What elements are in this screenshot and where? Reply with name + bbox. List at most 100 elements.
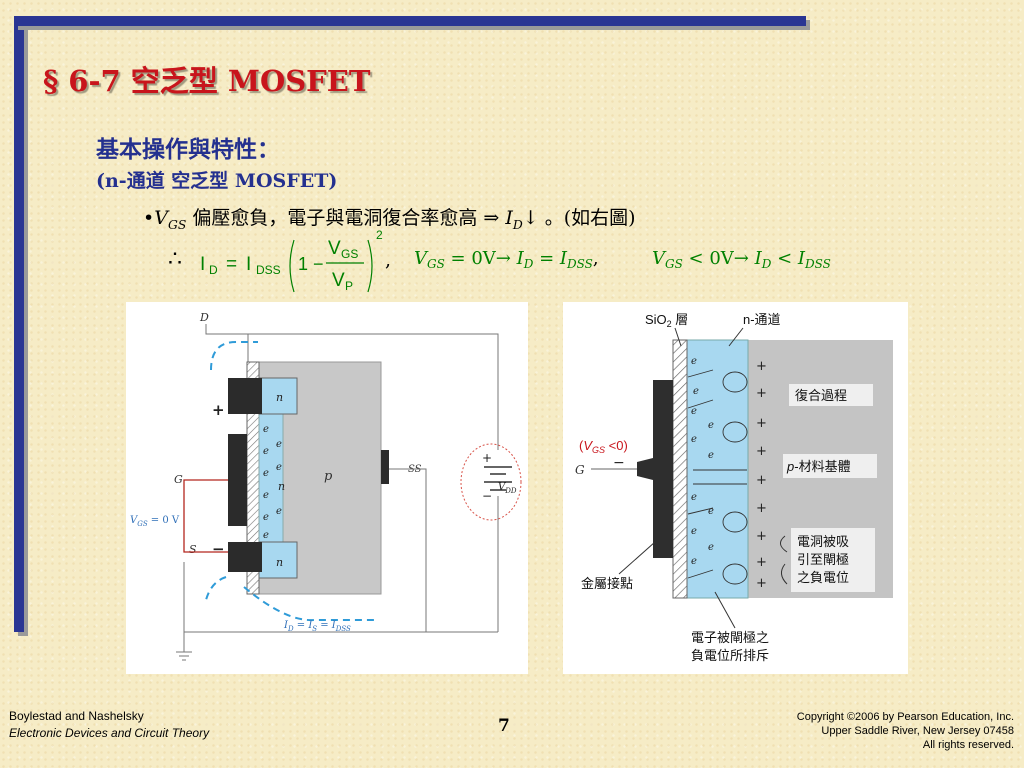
formula-den-sub: P bbox=[345, 279, 353, 293]
source-contact bbox=[228, 542, 262, 572]
electron: e bbox=[263, 446, 269, 457]
n-channel-region bbox=[686, 339, 749, 599]
copyright-line-3: All rights reserved. bbox=[922, 739, 1014, 751]
electron: e bbox=[693, 386, 699, 397]
paren-right bbox=[367, 239, 373, 293]
paren-left bbox=[289, 239, 295, 293]
p-label: p bbox=[324, 469, 333, 484]
recombination-diagram: SiO2 層 n-通道 復合過程 (VGS <0) − G p-材料基體 電洞被… bbox=[575, 312, 893, 663]
electron: e bbox=[691, 492, 697, 503]
gate-label: G bbox=[174, 473, 183, 486]
gate-minus: − bbox=[613, 455, 625, 471]
formula-idss-sub: DSS bbox=[256, 263, 281, 277]
vdd-plus: + bbox=[482, 451, 492, 465]
holes-text-1: 電洞被吸 bbox=[797, 534, 849, 549]
decor-bar-left bbox=[14, 16, 24, 632]
electron: e bbox=[276, 462, 282, 473]
electron: e bbox=[691, 356, 697, 367]
electrons-text-2: 負電位所排斥 bbox=[691, 648, 769, 663]
footer-left: Boylestad and Nashelsky Electronic Devic… bbox=[9, 708, 209, 742]
current-label: ID = IS = IDSS bbox=[283, 620, 351, 633]
metal-contact-label: 金屬接點 bbox=[581, 576, 633, 591]
electron: e bbox=[263, 490, 269, 501]
electron: e bbox=[691, 556, 697, 567]
n-channel-label: n-通道 bbox=[743, 312, 781, 327]
electron: e bbox=[263, 530, 269, 541]
section-subheading: (n-通道 空乏型 MOSFET) bbox=[96, 170, 338, 192]
hole: + bbox=[756, 529, 767, 544]
case1: VGS = 0V→ ID = IDSS, bbox=[414, 248, 599, 271]
formula-comma: , bbox=[385, 249, 391, 271]
hole: + bbox=[756, 555, 767, 570]
case2: VGS < 0V→ ID < IDSS bbox=[652, 248, 831, 271]
formula-eq: = bbox=[226, 254, 237, 275]
hole: + bbox=[756, 501, 767, 516]
formula-num: V bbox=[328, 238, 341, 259]
formula-idss: I bbox=[246, 254, 251, 275]
footer-right: Copyright ©2006 by Pearson Education, In… bbox=[797, 710, 1014, 752]
electron: e bbox=[276, 439, 282, 450]
hole: + bbox=[756, 359, 767, 374]
vgs-negative-label: (VGS <0) bbox=[579, 438, 628, 455]
drain-label: D bbox=[199, 311, 209, 324]
hole: + bbox=[756, 473, 767, 488]
page-number: 7 bbox=[498, 716, 510, 736]
drain-contact bbox=[228, 378, 262, 414]
electron: e bbox=[708, 450, 714, 461]
hole: + bbox=[756, 576, 767, 591]
gate-g-label: G bbox=[575, 463, 585, 477]
vgs-label: VGS = 0 V bbox=[130, 515, 180, 528]
formula-id-sub: D bbox=[209, 263, 218, 277]
electron: e bbox=[691, 526, 697, 537]
footer-book: Electronic Devices and Circuit Theory bbox=[9, 726, 210, 740]
source-n-region bbox=[258, 541, 298, 579]
electrons-text-1: 電子被閘極之 bbox=[691, 630, 769, 645]
electron: e bbox=[691, 406, 697, 417]
formula-num-sub: GS bbox=[341, 247, 358, 261]
electron: e bbox=[708, 420, 714, 431]
source-n-label: n bbox=[276, 556, 283, 569]
shockley-formula: ∴ I D = I DSS 1 − V GS V P 2 , VGS = 0V→… bbox=[168, 230, 831, 293]
hole: + bbox=[756, 416, 767, 431]
recombination-label: 復合過程 bbox=[795, 388, 847, 403]
formula-one-minus: 1 − bbox=[298, 254, 324, 274]
formula-power: 2 bbox=[376, 230, 383, 242]
vdd-highlight bbox=[460, 443, 522, 521]
recombination-figure: SiO2 層 n-通道 復合過程 (VGS <0) − G p-材料基體 電洞被… bbox=[563, 302, 908, 674]
sio2-label: SiO2 層 bbox=[645, 312, 688, 329]
sio2-layer bbox=[672, 339, 688, 599]
drain-plus: + bbox=[212, 401, 225, 419]
holes-box bbox=[791, 528, 875, 592]
hole: + bbox=[756, 386, 767, 401]
gate-contact bbox=[228, 434, 247, 526]
channel-n-label: n bbox=[278, 480, 285, 493]
mosfet-diagram: D G S SS p n n n e e bbox=[130, 311, 522, 661]
slide-title: § 6-7 空乏型 MOSFET bbox=[43, 64, 371, 98]
drain-n-label: n bbox=[276, 391, 283, 404]
source-label: S bbox=[189, 543, 197, 556]
electron: e bbox=[708, 542, 714, 553]
mosfet-cross-section-figure: D G S SS p n n n e e bbox=[126, 302, 528, 674]
copyright-line-1: Copyright ©2006 by Pearson Education, In… bbox=[796, 711, 1014, 723]
copyright-line-2: Upper Saddle River, New Jersey 07458 bbox=[821, 725, 1014, 737]
electron: e bbox=[276, 506, 282, 517]
n-channel bbox=[258, 396, 284, 543]
decor-bar-top bbox=[14, 16, 806, 26]
formula-id: I bbox=[200, 254, 205, 275]
p-material-box bbox=[783, 454, 877, 478]
bullet-text: •VGS 偏壓愈負，電子與電洞復合率愈高 ⇒ ID↓ 。(如右圖) bbox=[143, 207, 636, 232]
vdd-label: VDD bbox=[498, 482, 517, 495]
therefore-symbol: ∴ bbox=[168, 247, 182, 272]
source-minus: − bbox=[212, 540, 225, 558]
recombination-box bbox=[789, 384, 873, 406]
electron: e bbox=[263, 468, 269, 479]
substrate-contact bbox=[381, 450, 389, 484]
hole: + bbox=[756, 444, 767, 459]
drain-n-region bbox=[258, 377, 298, 415]
electron: e bbox=[691, 434, 697, 445]
section-heading: 基本操作與特性： bbox=[96, 137, 280, 163]
electron: e bbox=[708, 506, 714, 517]
vdd-minus: − bbox=[482, 489, 492, 503]
holes-text-3: 之負電位 bbox=[797, 570, 849, 585]
electron: e bbox=[263, 424, 269, 435]
